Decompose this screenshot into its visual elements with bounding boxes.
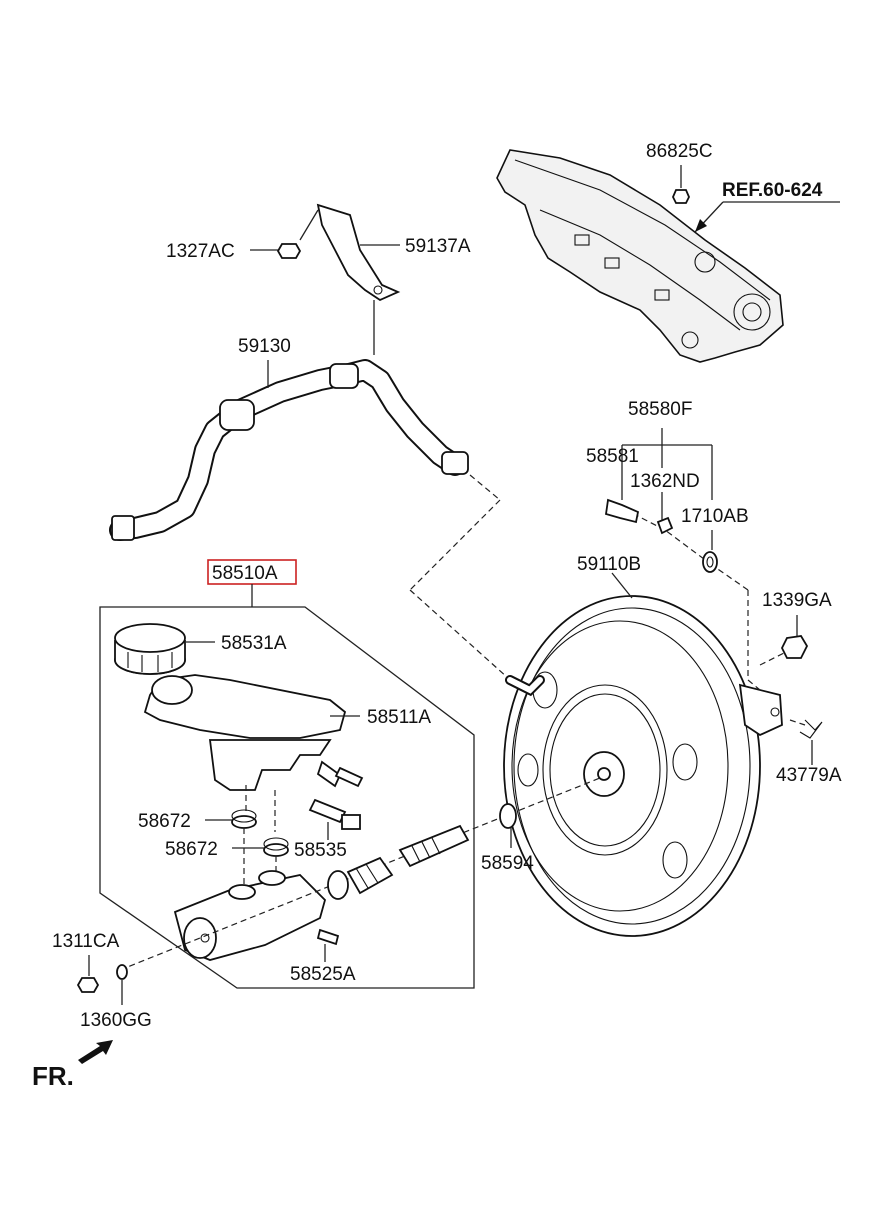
pushrod-part: [398, 824, 470, 868]
grommet-58672-b-part: [263, 837, 289, 857]
nut-1339GA-part: [780, 635, 809, 659]
label-59110B: 59110B: [577, 554, 641, 575]
label-58511A: 58511A: [367, 707, 431, 728]
dash-panel-part: [496, 149, 784, 363]
label-59130: 59130: [238, 336, 291, 357]
label-1710AB: 1710AB: [681, 506, 749, 527]
grommet-58672-a-part: [231, 809, 257, 829]
pin-58581-part: [604, 498, 640, 524]
label-58672-a: 58672: [138, 811, 191, 832]
oring-part: [327, 870, 349, 900]
clip-1362ND-part: [656, 516, 674, 535]
label-1311CA: 1311CA: [52, 931, 120, 952]
reservoir-cap-58531A-part: [114, 623, 186, 675]
label-58525A: 58525A: [290, 964, 356, 985]
brake-booster-59110B-part: [503, 595, 783, 937]
nut-1327AC-part: [276, 243, 302, 259]
kit-outline: [99, 606, 475, 989]
label-58535: 58535: [294, 840, 347, 861]
label-1339GA: 1339GA: [762, 590, 832, 611]
label-58580F: 58580F: [628, 399, 692, 420]
label-58581: 58581: [586, 446, 639, 467]
seal-58594-part: [499, 803, 517, 829]
label-1360GG: 1360GG: [80, 1010, 152, 1031]
nut-1311CA-part: [76, 977, 100, 993]
reservoir-58511A-part: [143, 674, 364, 830]
vacuum-hose-59130-part: [109, 359, 469, 541]
nut-86825C-part: [672, 189, 690, 204]
washer-1710AB-part: [702, 551, 718, 573]
label-58531A: 58531A: [221, 633, 287, 654]
label-86825C: 86825C: [646, 141, 713, 162]
bolt-58525A-part: [316, 928, 340, 946]
label-43779A: 43779A: [776, 765, 842, 786]
label-1327AC: 1327AC: [166, 241, 235, 262]
label-58510A: 58510A: [212, 563, 278, 584]
label-1362ND: 1362ND: [630, 471, 700, 492]
seal-part: [346, 856, 394, 895]
label-59137A: 59137A: [405, 236, 471, 257]
label-58594: 58594: [481, 853, 534, 874]
front-arrow-icon: [78, 1040, 113, 1064]
label-58672-b: 58672: [165, 839, 218, 860]
label-front: FR.: [32, 1061, 74, 1091]
label-ref: REF.60-624: [722, 180, 823, 201]
master-cylinder-part: [173, 870, 327, 961]
clip-43779A-part: [799, 719, 823, 739]
washer-1360GG-part: [116, 964, 128, 980]
bracket-59137A-part: [316, 203, 401, 302]
